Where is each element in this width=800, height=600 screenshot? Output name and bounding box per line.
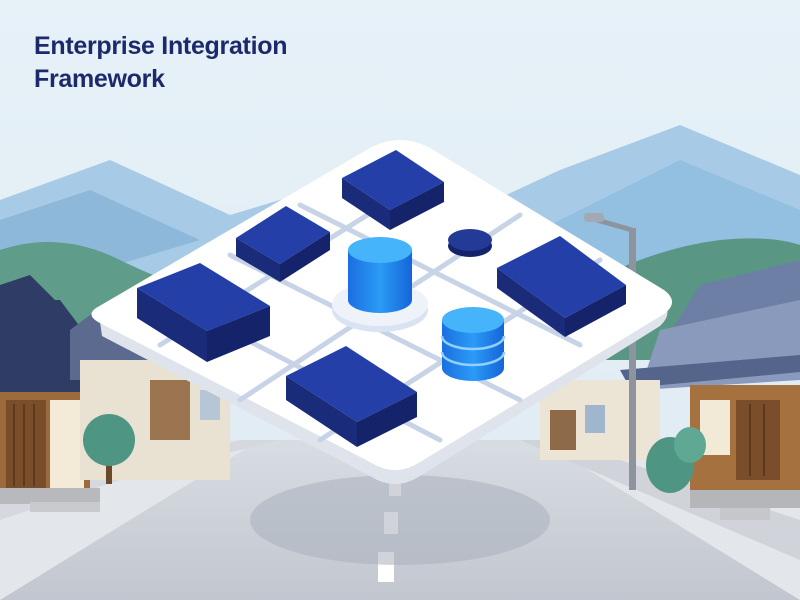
house-icon: [0, 275, 120, 512]
server-block-icon: [236, 206, 330, 282]
server-block-icon: [342, 150, 444, 230]
database-icon: [440, 307, 506, 381]
tree-icon: [646, 427, 706, 493]
server-block-icon: [286, 346, 417, 447]
server-block-icon: [497, 236, 626, 337]
title-line-1: Enterprise Integration: [34, 32, 288, 60]
integration-platform: [91, 140, 673, 484]
house-icon: [540, 380, 660, 460]
node-icon: [448, 229, 492, 257]
title-line-2: Framework: [34, 65, 165, 93]
house-icon: [620, 260, 800, 520]
page-title: Enterprise Integration Framework: [34, 30, 287, 96]
street-lamp-icon: [584, 213, 636, 490]
server-block-icon: [137, 263, 270, 362]
database-icon: [332, 237, 428, 332]
tree-icon: [83, 414, 135, 484]
